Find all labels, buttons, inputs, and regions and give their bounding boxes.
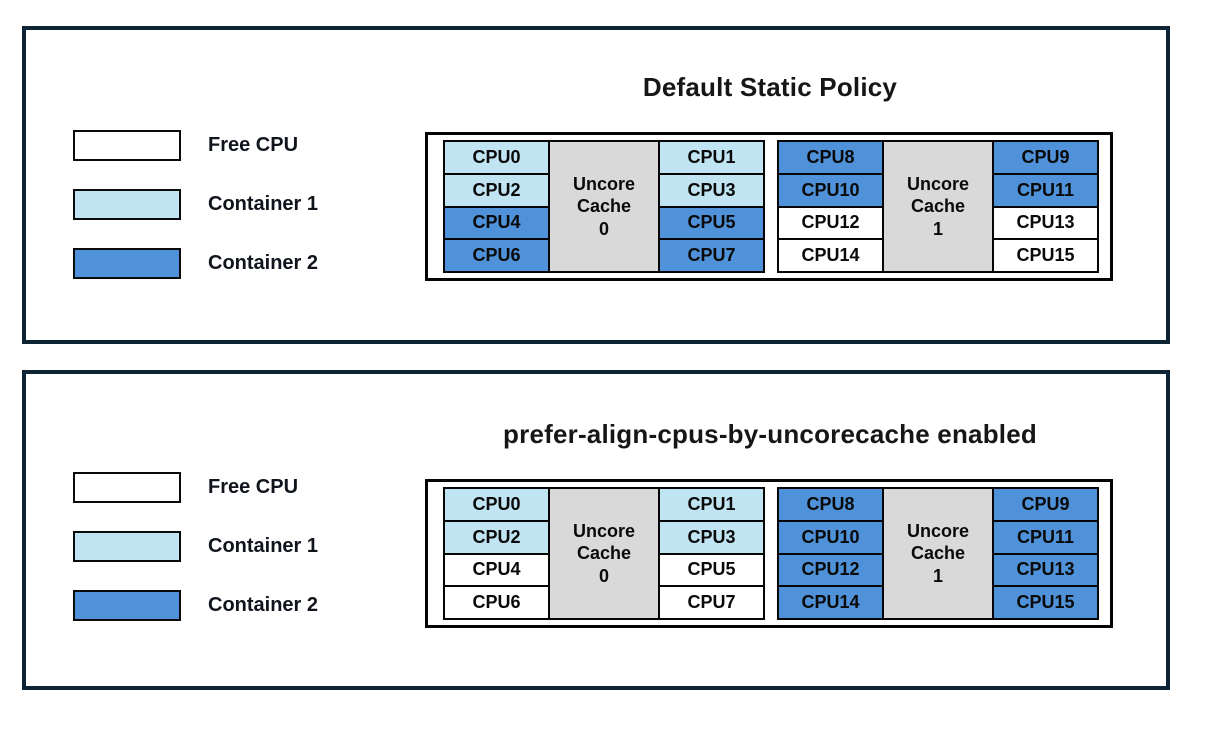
uncore-cache-0-box: Uncore Cache 0 — [548, 140, 660, 273]
cpu-cell: CPU15 — [992, 585, 1099, 620]
cpu-column-left: CPU0 CPU2 CPU4 CPU6 — [443, 140, 550, 273]
cpu-cell: CPU1 — [658, 487, 765, 522]
cpu-cell: CPU0 — [443, 140, 550, 175]
cpu-cell: CPU5 — [658, 552, 765, 588]
cpu-cell: CPU10 — [777, 172, 884, 208]
legend-label-free-cpu: Free CPU — [208, 134, 299, 156]
cpu-cell: CPU12 — [777, 205, 884, 241]
legend-label-container-1: Container 1 — [208, 535, 319, 557]
cpu-topology-diagram: CPU0 CPU2 CPU4 CPU6 Uncore Cache 0 CPU1 … — [425, 479, 1113, 628]
cpu-column-right: CPU9 CPU11 CPU13 CPU15 — [992, 140, 1099, 273]
uncore-cache-1-cluster: CPU8 CPU10 CPU12 CPU14 Uncore Cache 1 CP… — [777, 487, 1099, 620]
cpu-cell: CPU2 — [443, 519, 550, 555]
cpu-cell: CPU14 — [777, 585, 884, 620]
legend-label-container-2: Container 2 — [208, 252, 319, 274]
cpu-cell: CPU5 — [658, 205, 765, 241]
panel-title: prefer-align-cpus-by-uncorecache enabled — [503, 419, 1037, 449]
cpu-cell: CPU4 — [443, 205, 550, 241]
legend-item-container-1: Container 1 — [73, 189, 318, 220]
legend-label-free-cpu: Free CPU — [208, 476, 299, 498]
legend-label-container-1: Container 1 — [208, 193, 319, 215]
legend-swatch-free-cpu — [73, 130, 181, 161]
cache-label-line: 0 — [598, 218, 609, 239]
cache-label-line: 1 — [932, 565, 943, 586]
cpu-column-left: CPU8 CPU10 CPU12 CPU14 — [777, 487, 884, 620]
cpu-cell: CPU6 — [443, 238, 550, 273]
cache-label-line: 0 — [598, 565, 609, 586]
uncore-cache-1-box: Uncore Cache 1 — [882, 140, 994, 273]
cpu-cell: CPU14 — [777, 238, 884, 273]
cpu-cell: CPU11 — [992, 519, 1099, 555]
uncore-cache-0-cluster: CPU0 CPU2 CPU4 CPU6 Uncore Cache 0 CPU1 … — [443, 487, 765, 620]
cpu-cell: CPU9 — [992, 140, 1099, 175]
cpu-cell: CPU3 — [658, 172, 765, 208]
legend-item-container-2: Container 2 — [73, 248, 318, 279]
cache-label-line: Cache — [576, 543, 632, 564]
cpu-column-left: CPU8 CPU10 CPU12 CPU14 — [777, 140, 884, 273]
cpu-column-left: CPU0 CPU2 CPU4 CPU6 — [443, 487, 550, 620]
cache-label-line: Cache — [910, 543, 966, 564]
cpu-column-right: CPU9 CPU11 CPU13 CPU15 — [992, 487, 1099, 620]
cache-label-line: Uncore — [572, 173, 635, 194]
cache-label-line: 1 — [932, 218, 943, 239]
uncore-cache-0-box: Uncore Cache 0 — [548, 487, 660, 620]
cpu-cell: CPU6 — [443, 585, 550, 620]
cpu-cell: CPU7 — [658, 585, 765, 620]
legend-swatch-container-1 — [73, 189, 181, 220]
legend-swatch-free-cpu — [73, 472, 181, 503]
cpu-cell: CPU8 — [777, 140, 884, 175]
cpu-cell: CPU15 — [992, 238, 1099, 273]
cpu-cell: CPU7 — [658, 238, 765, 273]
legend-swatch-container-2 — [73, 248, 181, 279]
cache-label-line: Uncore — [906, 173, 969, 194]
cpu-cell: CPU4 — [443, 552, 550, 588]
cpu-cell: CPU9 — [992, 487, 1099, 522]
legend-item-container-2: Container 2 — [73, 590, 318, 621]
cache-label-line: Uncore — [906, 520, 969, 541]
cpu-cell: CPU8 — [777, 487, 884, 522]
cache-label-line: Cache — [576, 196, 632, 217]
uncore-cache-1-cluster: CPU8 CPU10 CPU12 CPU14 Uncore Cache 1 CP… — [777, 140, 1099, 273]
legend-item-free-cpu: Free CPU — [73, 130, 318, 161]
uncore-cache-0-cluster: CPU0 CPU2 CPU4 CPU6 Uncore Cache 0 CPU1 … — [443, 140, 765, 273]
cache-label-line: Cache — [910, 196, 966, 217]
cpu-cell: CPU2 — [443, 172, 550, 208]
cpu-cell: CPU13 — [992, 205, 1099, 241]
cpu-cell: CPU1 — [658, 140, 765, 175]
cpu-cell: CPU12 — [777, 552, 884, 588]
legend-swatch-container-1 — [73, 531, 181, 562]
cpu-column-right: CPU1 CPU3 CPU5 CPU7 — [658, 140, 765, 273]
cpu-column-right: CPU1 CPU3 CPU5 CPU7 — [658, 487, 765, 620]
legend: Free CPU Container 1 Container 2 — [73, 130, 318, 279]
cpu-cell: CPU0 — [443, 487, 550, 522]
cache-label-line: Uncore — [572, 520, 635, 541]
legend-label-container-2: Container 2 — [208, 594, 319, 616]
legend: Free CPU Container 1 Container 2 — [73, 472, 318, 621]
cpu-topology-diagram: CPU0 CPU2 CPU4 CPU6 Uncore Cache 0 CPU1 … — [425, 132, 1113, 281]
panel-prefer-align-cpus-by-uncorecache: prefer-align-cpus-by-uncorecache enabled… — [22, 370, 1170, 690]
panel-title: Default Static Policy — [642, 72, 898, 102]
cpu-cell: CPU3 — [658, 519, 765, 555]
legend-swatch-container-2 — [73, 590, 181, 621]
legend-item-container-1: Container 1 — [73, 531, 318, 562]
panel-default-static-policy: Default Static Policy Free CPU Container… — [22, 26, 1170, 344]
legend-item-free-cpu: Free CPU — [73, 472, 318, 503]
cpu-cell: CPU11 — [992, 172, 1099, 208]
cpu-cell: CPU13 — [992, 552, 1099, 588]
uncore-cache-1-box: Uncore Cache 1 — [882, 487, 994, 620]
cpu-cell: CPU10 — [777, 519, 884, 555]
